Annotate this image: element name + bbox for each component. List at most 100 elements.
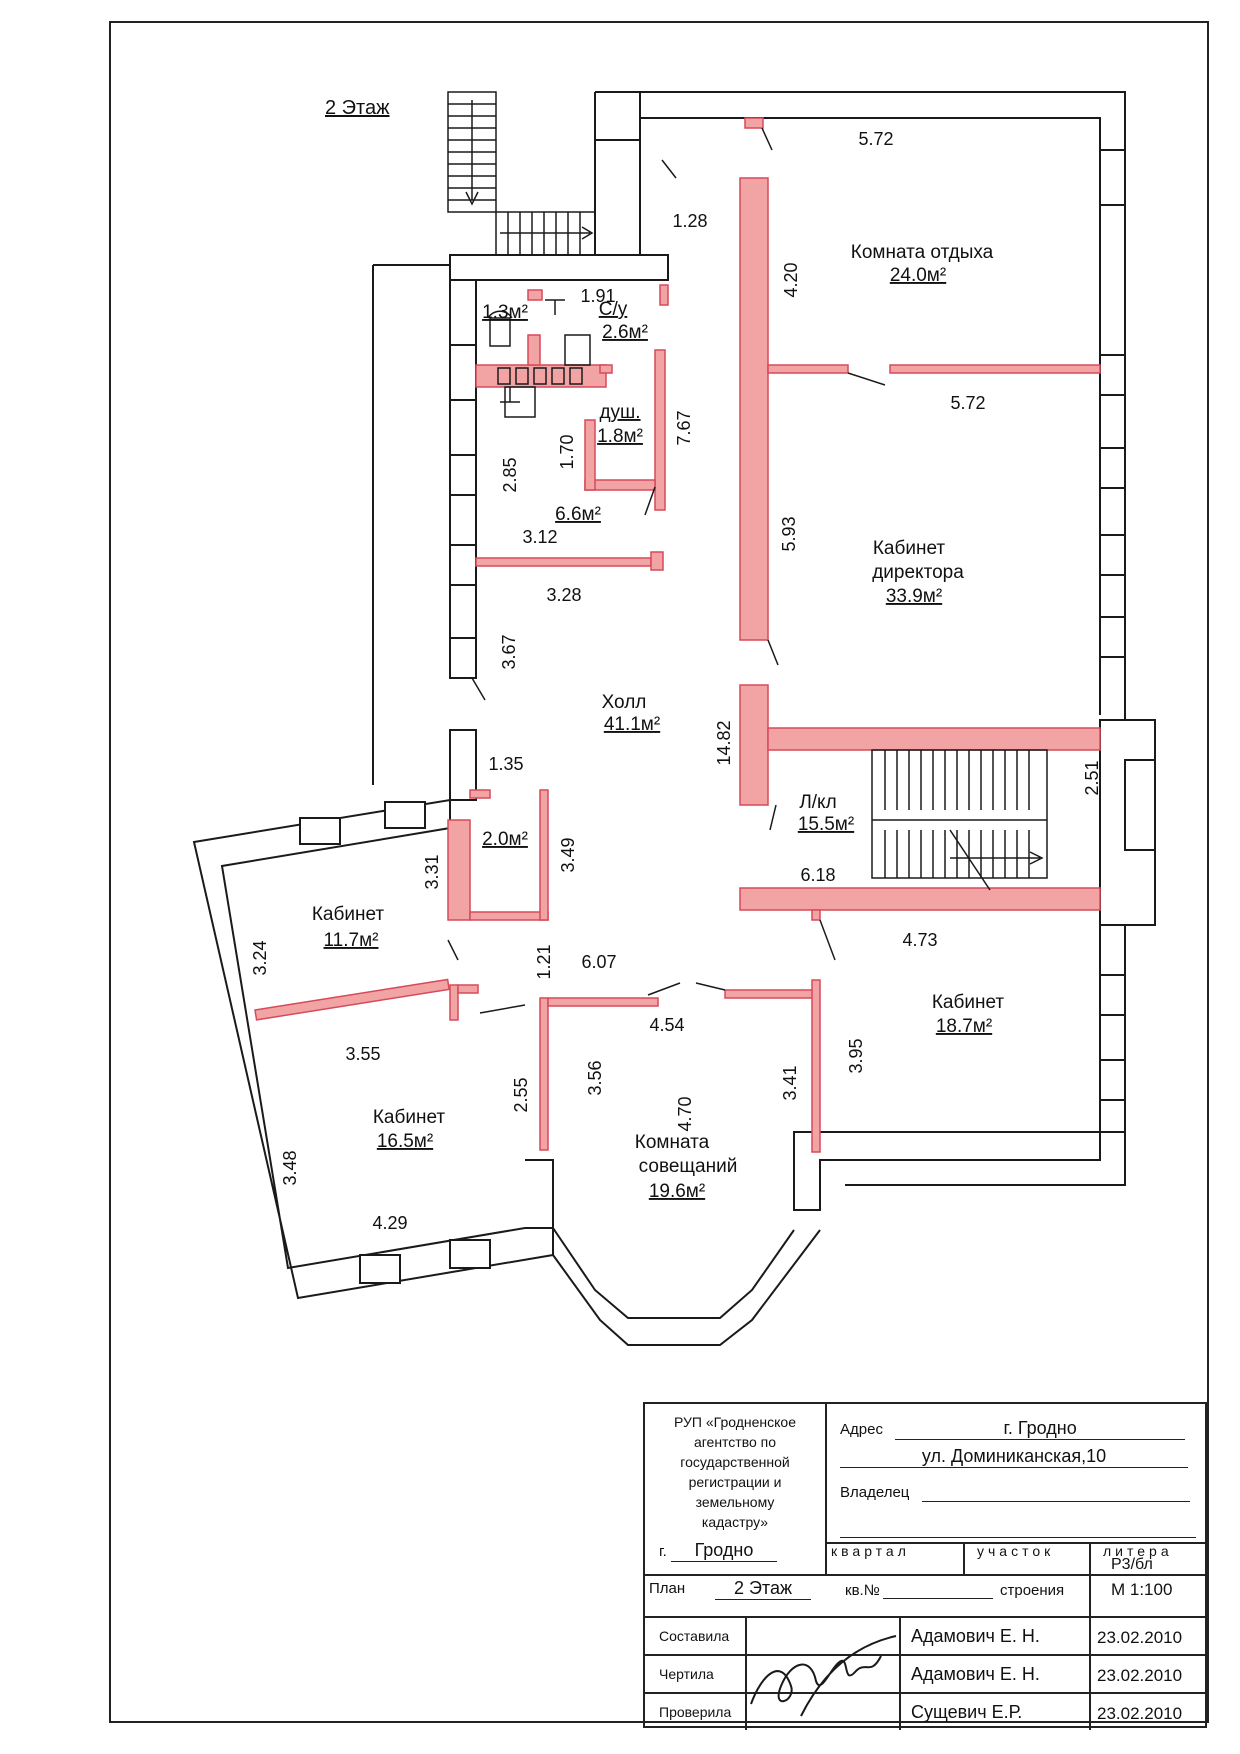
room-area-stair: 15.5м² <box>798 814 854 835</box>
stamp-owner: Владелец <box>840 1484 1200 1502</box>
litera-label: литера <box>1103 1543 1173 1559</box>
door-lines <box>447 127 886 1014</box>
dim-label: 3.48 <box>280 1150 300 1185</box>
name-checked: Сущевич Е.Р. <box>911 1702 1023 1722</box>
org-line: земельному <box>695 1494 775 1510</box>
room-area-meeting: 19.6м² <box>649 1181 705 1202</box>
room-area-rest: 24.0м² <box>890 265 946 286</box>
role-compiled: Составила <box>659 1628 730 1644</box>
role-checked: Проверила <box>659 1704 732 1720</box>
uchastok-label: участок <box>977 1543 1055 1559</box>
room-area-office-16: 16.5м² <box>377 1131 433 1152</box>
room-name-rest: Комната отдыха <box>851 242 994 263</box>
dim-label: 14.82 <box>714 720 734 765</box>
address-city: г. Гродно <box>895 1418 1186 1440</box>
address-label: Адрес <box>840 1421 883 1438</box>
date-checked: 23.02.2010 <box>1097 1704 1183 1723</box>
room-area-office-11: 11.7м² <box>324 930 379 951</box>
floor-label: 2 Этаж <box>325 97 390 119</box>
dim-label: 3.55 <box>345 1044 380 1064</box>
exterior-stair <box>447 91 596 256</box>
name-compiled: Адамович Е. Н. <box>911 1626 1040 1646</box>
org-line: регистрации и <box>688 1474 782 1490</box>
dim-label: 1.28 <box>672 211 707 231</box>
room-name-director: Кабинет <box>873 538 946 559</box>
room-area-small-1: 1.3м² <box>482 302 528 323</box>
org-line: РУП «Гродненское <box>674 1414 796 1430</box>
room-area-closet: 2.0м² <box>482 829 528 850</box>
dimension-labels: 5.72 1.28 4.20 5.72 1.91 7.67 1.70 2.85 … <box>250 129 1102 1233</box>
dim-label: 3.12 <box>522 527 557 547</box>
room-name-shower: душ. <box>599 402 640 423</box>
role-drawn: Чертила <box>659 1666 714 1682</box>
org-line: государственной <box>680 1454 790 1470</box>
dim-label: 5.72 <box>950 393 985 413</box>
address-street: ул. Доминиканская,10 <box>840 1446 1188 1468</box>
plan-label: План <box>649 1580 686 1597</box>
org-line: кадастру» <box>701 1514 769 1530</box>
dim-label: 6.07 <box>581 952 616 972</box>
title-block: РУП «Гродненское агентство по государств… <box>643 1402 1209 1730</box>
room-area-room-66: 6.6м² <box>555 504 601 525</box>
date-compiled: 23.02.2010 <box>1097 1628 1183 1647</box>
room-area-hall: 41.1м² <box>604 714 660 735</box>
room-labels: Комната отдыха 24.0м² Кабинет директора … <box>312 242 1005 1202</box>
interior-partitions <box>254 117 1101 1153</box>
interior-stairwell <box>871 749 1048 891</box>
dim-label: 4.73 <box>902 930 937 950</box>
stamp-organization: РУП «Гродненское агентство по государств… <box>645 1404 825 1574</box>
stamp-street: ул. Доминиканская,10 <box>840 1446 1200 1468</box>
room-name-director-2: директора <box>872 562 964 583</box>
room-name-office-18: Кабинет <box>932 992 1005 1013</box>
dim-label: 2.51 <box>1082 760 1102 795</box>
room-area-office-18: 18.7м² <box>936 1016 992 1037</box>
room-name-hall: Холл <box>602 692 647 713</box>
dim-label: 1.70 <box>557 434 577 469</box>
owner-label: Владелец <box>840 1484 910 1501</box>
windows <box>299 149 1156 1284</box>
dim-label: 1.21 <box>534 944 554 979</box>
room-name-meeting-2: совещаний <box>639 1156 738 1177</box>
building-label: строения <box>1000 1582 1065 1599</box>
city-value: Гродно <box>670 1540 777 1562</box>
dim-label: 3.49 <box>558 837 578 872</box>
dim-label: 1.91 <box>580 286 615 306</box>
room-name-stair: Л/кл <box>799 792 836 813</box>
dim-label: 3.41 <box>780 1065 800 1100</box>
dim-label: 4.20 <box>781 262 801 297</box>
dim-label: 3.28 <box>546 585 581 605</box>
org-line: агентство по <box>693 1434 777 1450</box>
dim-label: 6.18 <box>800 865 835 885</box>
room-name-meeting: Комната <box>635 1132 710 1153</box>
dim-label: 2.55 <box>511 1077 531 1112</box>
dim-label: 1.35 <box>488 754 523 774</box>
dim-label: 7.67 <box>674 410 694 445</box>
litera-value: Р3/бл <box>1111 1556 1153 1573</box>
dim-label: 4.29 <box>372 1213 407 1233</box>
stamp-address: Адрес г. Гродно <box>840 1418 1200 1440</box>
city-prefix: г. <box>659 1543 667 1560</box>
stamp-city-row: г. Гродно <box>659 1540 819 1562</box>
plan-value: 2 Этаж <box>715 1578 811 1600</box>
plumbing-fixtures <box>487 299 591 418</box>
scale-value: М 1:100 <box>1111 1580 1173 1599</box>
room-name-wc: С/у <box>599 299 628 320</box>
kv-label: кв.№ <box>845 1582 880 1599</box>
dim-label: 3.56 <box>585 1060 605 1095</box>
dim-label: 2.85 <box>500 457 520 492</box>
dim-label: 3.31 <box>422 854 442 889</box>
dim-label: 3.24 <box>250 940 270 975</box>
dim-label: 3.95 <box>846 1038 866 1073</box>
dim-label: 3.67 <box>499 634 519 669</box>
room-name-office-16: Кабинет <box>373 1107 446 1128</box>
room-name-office-11: Кабинет <box>312 904 385 925</box>
dim-label: 4.70 <box>675 1096 695 1131</box>
dim-label: 4.54 <box>649 1015 684 1035</box>
room-area-shower: 1.8м² <box>597 426 643 447</box>
date-drawn: 23.02.2010 <box>1097 1666 1183 1685</box>
room-area-director: 33.9м² <box>886 586 942 607</box>
sheet-frame <box>109 21 1209 1723</box>
name-drawn: Адамович Е. Н. <box>911 1664 1040 1684</box>
dim-label: 5.72 <box>858 129 893 149</box>
